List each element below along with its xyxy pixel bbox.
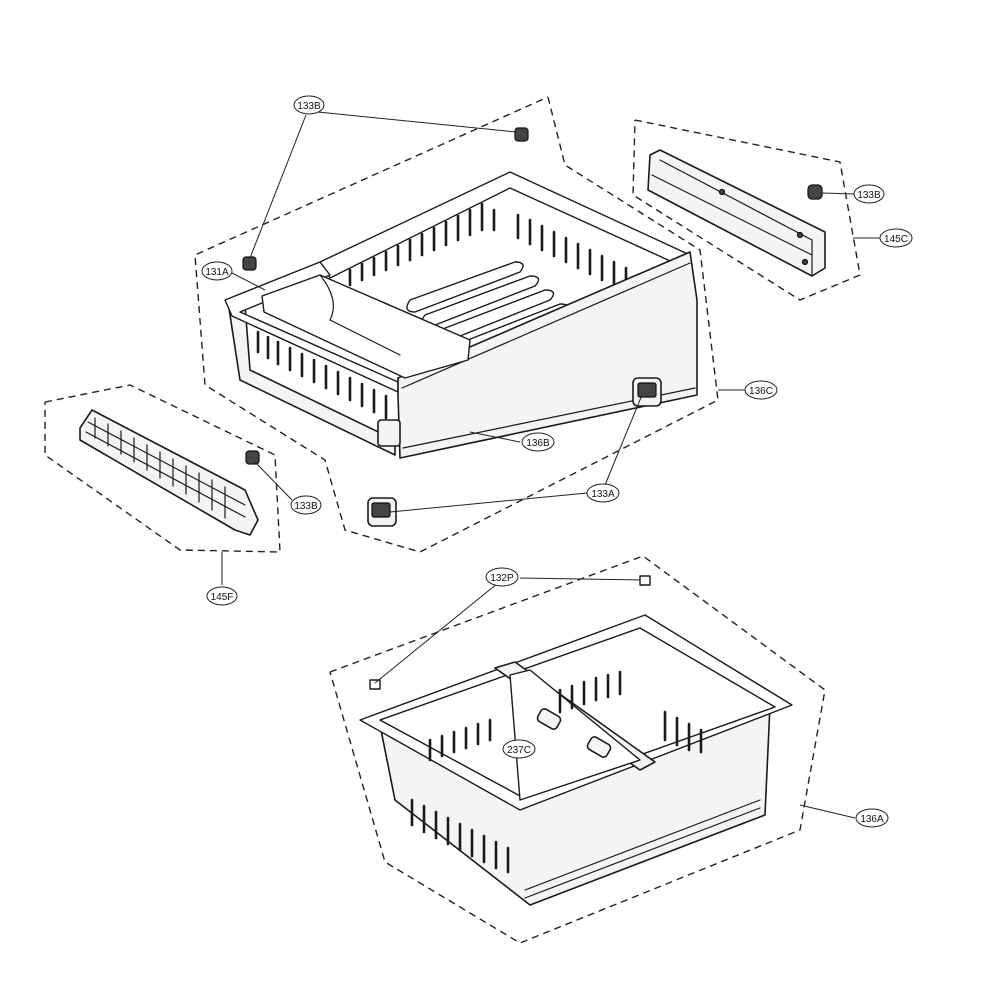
rail-145C xyxy=(647,149,826,277)
upper-drawer-divider-bin xyxy=(261,274,471,379)
callout-133B-rail: 133B xyxy=(853,184,885,204)
callout-237C: 237C xyxy=(502,739,536,759)
svg-text:133B: 133B xyxy=(297,101,321,112)
svg-text:136B: 136B xyxy=(526,438,550,449)
rail-group-boundary xyxy=(632,119,861,301)
clip-133B-upper-right xyxy=(514,127,529,142)
callout-145F: 145F xyxy=(206,586,238,606)
upper-drawer xyxy=(224,171,698,459)
svg-text:131A: 131A xyxy=(205,267,229,278)
pad-132P-right xyxy=(639,575,651,586)
svg-text:237C: 237C xyxy=(507,745,531,756)
roller-133A-left xyxy=(367,497,397,527)
lower-drawer-group-boundary xyxy=(329,555,826,944)
clip-133B-upper-left xyxy=(242,256,257,271)
upper-drawer-group-boundary xyxy=(194,96,719,553)
callout-132P: 132P xyxy=(485,567,519,587)
clip-133B-cover xyxy=(245,450,260,465)
lower-drawer-back-vents xyxy=(428,670,703,762)
pad-132P-left xyxy=(369,679,381,690)
svg-text:136C: 136C xyxy=(749,386,773,397)
svg-text:133A: 133A xyxy=(591,489,615,500)
svg-text:133B: 133B xyxy=(294,501,318,512)
roller-133A-right xyxy=(632,377,662,407)
callout-136A: 136A xyxy=(855,808,889,828)
callout-145C: 145C xyxy=(879,228,913,248)
lower-drawer-side-vents xyxy=(410,798,510,874)
clip-133B-rail xyxy=(807,184,823,200)
callout-133B-top: 133B xyxy=(293,95,325,115)
lower-drawer-divider xyxy=(494,661,656,801)
svg-text:133B: 133B xyxy=(857,190,881,201)
cover-group-boundary xyxy=(44,384,281,553)
callout-133A: 133A xyxy=(586,483,620,503)
upper-drawer-side-vents xyxy=(256,330,388,420)
lower-drawer xyxy=(359,614,793,906)
callout-136C: 136C xyxy=(744,380,778,400)
svg-text:145F: 145F xyxy=(211,592,234,603)
callout-136B: 136B xyxy=(521,432,555,452)
cover-145F xyxy=(79,409,259,536)
leader-lines xyxy=(221,111,880,819)
cover-grid xyxy=(85,417,246,519)
svg-text:145C: 145C xyxy=(884,234,908,245)
svg-text:132P: 132P xyxy=(490,573,514,584)
callout-133B-cover: 133B xyxy=(290,495,322,515)
callout-131A: 131A xyxy=(201,261,233,281)
svg-text:136A: 136A xyxy=(860,814,884,825)
